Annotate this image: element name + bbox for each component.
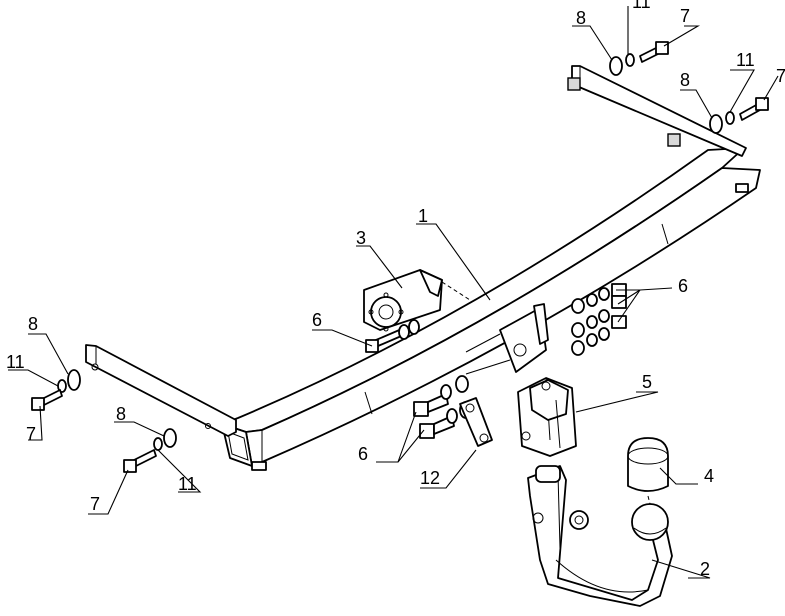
label-11-left-lower: 11 [178, 474, 197, 494]
fasteners-left-upper [31, 369, 81, 411]
fasteners-right-lower [709, 97, 769, 134]
label-11-right-lower: 11 [736, 50, 755, 70]
label-7-right-lower: 7 [776, 66, 785, 86]
center-lug [465, 303, 549, 375]
leader-lines [8, 6, 779, 579]
label-8-right-upper: 8 [576, 8, 586, 28]
label-2: 2 [700, 559, 710, 579]
label-7-left-lower: 7 [90, 494, 100, 514]
fasteners-right-upper [609, 41, 669, 76]
bolts-6-right [571, 283, 627, 356]
label-4: 4 [704, 466, 714, 486]
label-7-right-upper: 7 [680, 6, 690, 26]
label-1: 1 [418, 206, 428, 226]
left-arm [85, 344, 237, 437]
label-8-left-upper: 8 [28, 314, 38, 334]
socket-plate-5 [517, 377, 577, 457]
label-12: 12 [420, 468, 440, 488]
bracket-3 [363, 269, 471, 332]
ball-neck-2 [527, 465, 673, 607]
label-7-left-upper: 7 [26, 424, 36, 444]
plate-12 [459, 397, 493, 447]
label-6-right: 6 [678, 276, 688, 296]
label-5: 5 [642, 372, 652, 392]
fasteners-left-lower [123, 428, 177, 473]
ball-cap-4 [627, 437, 669, 505]
label-8-right-lower: 8 [680, 70, 690, 90]
label-11-left-upper: 11 [6, 352, 25, 372]
label-6-bracket: 6 [312, 310, 322, 330]
bolt-6-bracket [365, 319, 420, 353]
label-3: 3 [356, 228, 366, 248]
crossbeam [221, 147, 761, 471]
label-6-lower: 6 [358, 444, 368, 464]
label-8-left-lower: 8 [116, 404, 126, 424]
label-11-right-upper: 11 [632, 0, 651, 12]
right-arm [567, 65, 747, 157]
